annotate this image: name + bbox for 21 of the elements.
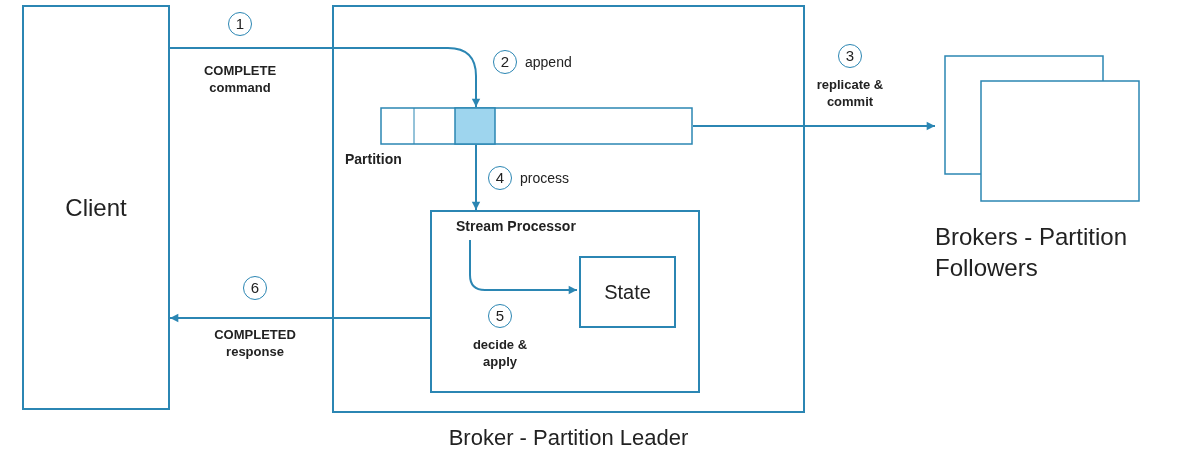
node-label: State	[604, 280, 651, 304]
edge-label: 1 COMPLETE command	[185, 12, 295, 96]
arrow	[471, 144, 481, 211]
edge-label: 4 process	[488, 166, 598, 190]
node-label: Brokers - Partition Followers	[935, 222, 1129, 283]
edge-label: 3 replicate & commit	[795, 44, 905, 110]
arrow	[169, 313, 431, 323]
node-label: Partition	[345, 151, 402, 167]
arrow	[469, 239, 578, 295]
group-title: Stream Processor	[456, 218, 576, 234]
arrow	[169, 47, 481, 108]
processor-panel	[430, 210, 700, 393]
client-box	[22, 5, 170, 410]
group-title: Broker - Partition Leader	[447, 425, 690, 451]
partition-log	[380, 107, 693, 145]
edge-label: 5 decide & apply	[435, 304, 565, 370]
node-label: Client	[65, 193, 127, 222]
arrow	[692, 121, 936, 131]
state-box	[579, 256, 676, 328]
edge-label: 6 COMPLETED response	[195, 276, 315, 360]
step-label: 2 append	[493, 50, 603, 74]
